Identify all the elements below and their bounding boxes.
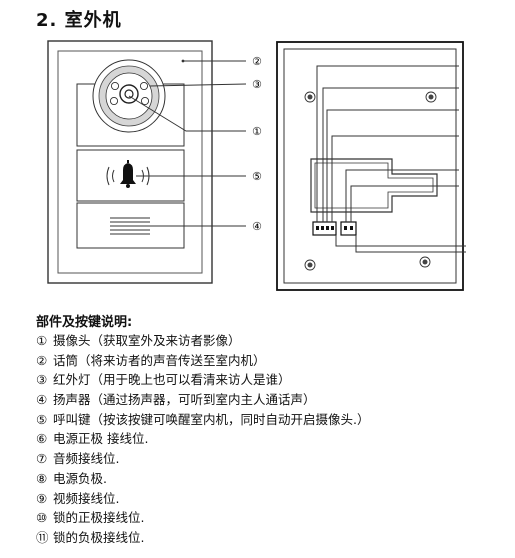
bell-icon (120, 160, 136, 188)
callout-3: ③ (252, 78, 262, 91)
screw-hole (425, 91, 437, 103)
rear-inner-frame (283, 48, 457, 284)
list-item: ⑥ 电源正极 接线位. (36, 429, 369, 449)
item-number: ⑨ (36, 490, 48, 506)
screw-hole (304, 91, 316, 103)
ir-led (109, 96, 119, 106)
item-text: 电源正极 接线位. (53, 431, 149, 447)
list-item: ⑤ 呼叫键（按该按键可唤醒室内机，同时自动开启摄像头.） (36, 410, 369, 430)
item-text: 视频接线位. (53, 490, 120, 506)
connector-4pin (312, 221, 337, 236)
wires (316, 65, 466, 253)
leader-lines (128, 60, 247, 227)
speaker-grille (110, 217, 150, 235)
front-outer-frame (47, 40, 213, 284)
call-button-panel (76, 149, 185, 202)
connector-2pin (340, 221, 357, 236)
connector-2pin-pins (344, 226, 353, 230)
rear-outer-frame (276, 41, 464, 291)
list-item: ④ 扬声器（通过扬声器，可听到室内主人通话声） (36, 390, 369, 410)
screw-hole (304, 259, 316, 271)
item-number: ⑪ (36, 529, 49, 545)
item-text: 呼叫键（按该按键可唤醒室内机，同时自动开启摄像头.） (53, 411, 370, 427)
callout-4: ④ (252, 220, 262, 233)
item-text: 话筒（将来访者的声音传送至室内机） (53, 352, 266, 368)
item-number: ⑧ (36, 470, 48, 486)
list-item: ② 话筒（将来访者的声音传送至室内机） (36, 351, 369, 371)
list-item: ③ 红外灯（用于晚上也可以看清来访人是谁） (36, 370, 369, 390)
ir-led (140, 96, 150, 106)
item-number: ⑥ (36, 431, 48, 447)
front-inner-frame (57, 50, 203, 274)
item-number: ⑦ (36, 451, 48, 467)
front-view (47, 40, 247, 284)
item-text: 锁的正极接线位. (53, 510, 145, 526)
list-item: ⑨ 视频接线位. (36, 489, 369, 509)
item-number: ④ (36, 392, 48, 408)
speaker-panel (76, 202, 185, 249)
screw-hole (419, 256, 431, 268)
list-item: ⑦ 音频接线位. (36, 449, 369, 469)
item-text: 锁的负极接线位. (53, 529, 145, 545)
item-text: 音频接线位. (53, 451, 120, 467)
section-heading: 2. 室外机 (36, 10, 122, 31)
callout-2: ② (252, 55, 262, 68)
item-number: ③ (36, 372, 48, 388)
outdoor-unit-diagram: ② ③ ① ⑤ ④ (47, 40, 466, 291)
camera-lens-core (124, 89, 134, 99)
description-title: 部件及按键说明: (36, 315, 133, 330)
list-item: ① 摄像头（获取室外及来访者影像） (36, 331, 369, 351)
list-item: ⑧ 电源负极. (36, 469, 369, 489)
ir-led (110, 81, 120, 91)
parts-list: ① 摄像头（获取室外及来访者影像） ② 话筒（将来访者的声音传送至室内机） ③ 红外灯… (36, 331, 369, 548)
item-number: ② (36, 352, 48, 368)
cable-channel-inner (314, 162, 434, 209)
cable-channel-outer (310, 158, 438, 213)
callout-1: ① (252, 125, 262, 138)
item-number: ① (36, 333, 48, 348)
list-item: ⑩ 锁的正极接线位. (36, 508, 369, 528)
item-number: ⑤ (36, 411, 48, 427)
item-text: 摄像头（获取室外及来访者影像） (53, 333, 241, 348)
item-text: 扬声器（通过扬声器，可听到室内主人通话声） (53, 392, 316, 408)
callout-5: ⑤ (252, 170, 262, 183)
item-text: 红外灯（用于晚上也可以看清来访人是谁） (53, 372, 291, 388)
ir-led (139, 81, 149, 91)
item-number: ⑩ (36, 510, 48, 526)
rear-view (276, 41, 466, 291)
item-text: 电源负极. (53, 470, 107, 486)
connector-4pin-pins (316, 226, 334, 230)
